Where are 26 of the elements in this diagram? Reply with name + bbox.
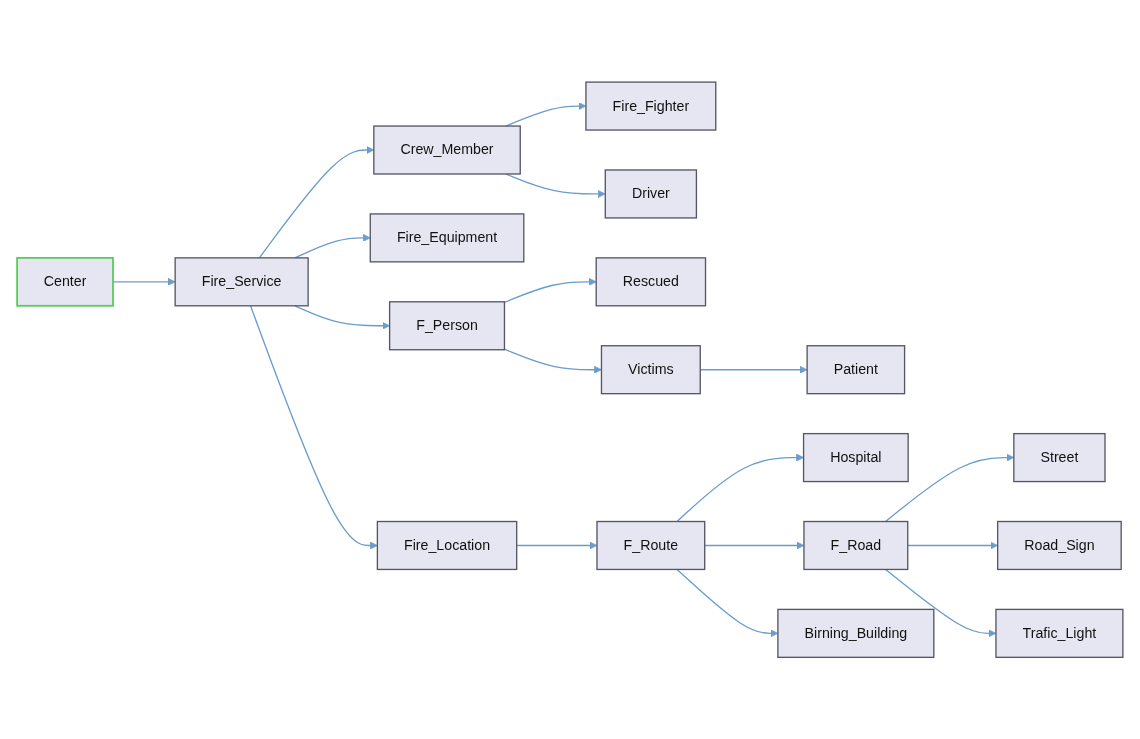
arrow bbox=[676, 453, 804, 522]
node-box: Fire_Location bbox=[376, 520, 518, 570]
node-box: Hospital bbox=[802, 432, 909, 482]
arrow bbox=[505, 173, 606, 198]
node-box: Victims bbox=[600, 344, 701, 395]
node-box: Patient bbox=[806, 344, 906, 395]
node-box: Fire_Service bbox=[174, 256, 309, 307]
arrow bbox=[294, 304, 390, 330]
node-box: F_Road bbox=[803, 520, 909, 570]
arrow bbox=[249, 304, 378, 550]
node-box: Street bbox=[1013, 432, 1106, 482]
arrow bbox=[503, 277, 597, 303]
node-box: Driver bbox=[604, 169, 698, 219]
node-box: Crew_Member bbox=[373, 125, 521, 175]
node-box: Center bbox=[16, 256, 114, 307]
arrow bbox=[503, 348, 602, 374]
node-box: Trafic_Light bbox=[995, 608, 1124, 658]
node-box: Road_Sign bbox=[997, 520, 1122, 570]
arrow bbox=[294, 233, 371, 259]
arrow bbox=[907, 541, 998, 550]
node-box: F_Person bbox=[388, 300, 506, 351]
node-box: Birning_Building bbox=[777, 608, 935, 658]
node-box: Fire_Equipment bbox=[369, 213, 525, 263]
node-box: Fire_Fighter bbox=[585, 81, 717, 131]
node-box: Rescued bbox=[595, 256, 707, 307]
node-box: F_Route bbox=[596, 520, 706, 570]
